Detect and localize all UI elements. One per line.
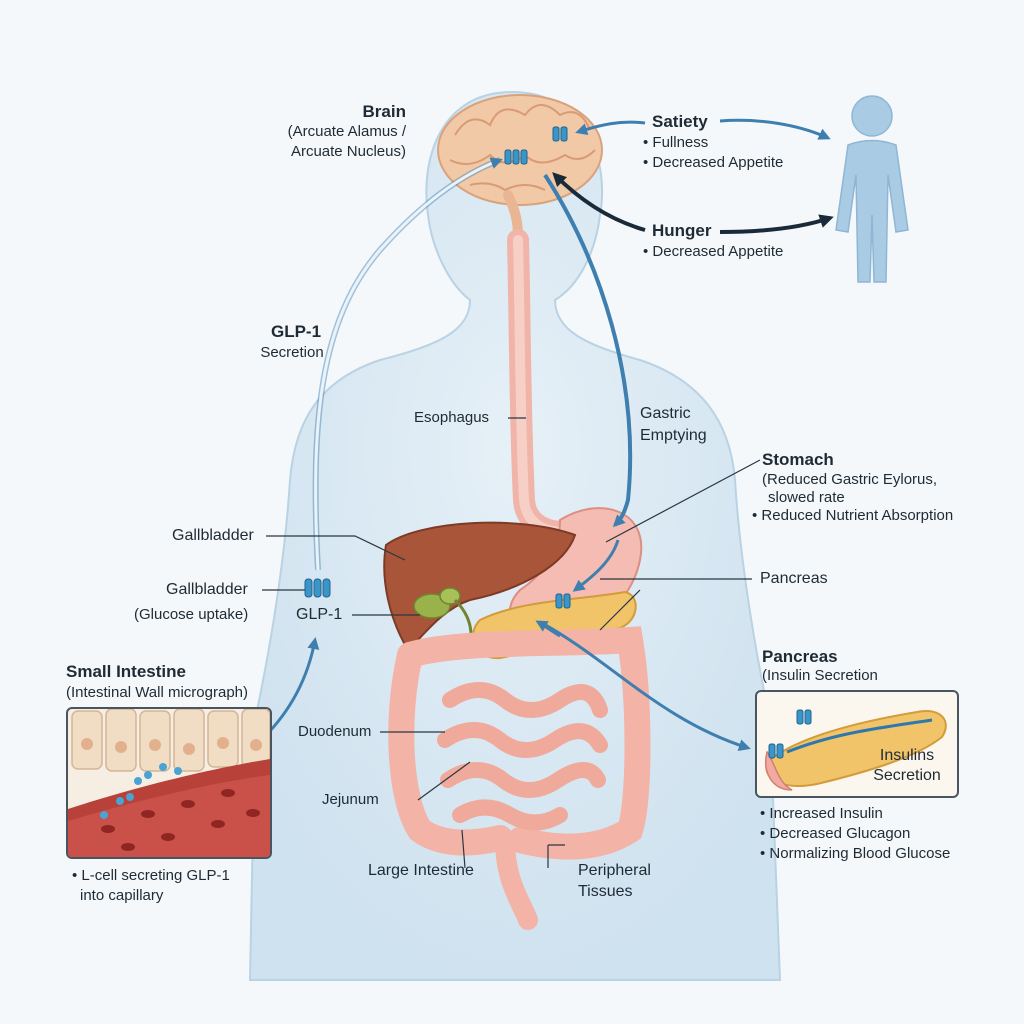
glp1-secretion-title: GLP-1 (270, 322, 322, 341)
pancreas-return-arrow (535, 620, 561, 638)
glp1-secretion-sub: Secretion (260, 344, 324, 361)
brain-subtitle-2: Arcuate Nucleus) (290, 143, 406, 160)
stomach-list: Reduced Nutrient Absorption (752, 506, 953, 526)
small-intestine-sub: (Intestinal Wall micrograph) (66, 684, 248, 701)
person-icon (835, 95, 909, 283)
stomach-pancreas-arrow (572, 539, 620, 592)
small-intestine-note: L-cell secreting GLP-1 (72, 866, 229, 886)
gastric-emptying-line2: Emptying (640, 427, 707, 444)
stomach-item: Reduced Nutrient Absorption (752, 506, 953, 526)
hunger-item: Decreased Appetite (643, 242, 783, 262)
satiety-list: Fullness Decreased Appetite (643, 133, 783, 173)
brain-subtitle-1: (Arcuate Alamus / (287, 123, 406, 140)
pancreas-insulin-arrow (539, 620, 751, 751)
small-intestine-title: Small Intestine (66, 662, 186, 681)
pancreas-mid-label: Pancreas (760, 570, 828, 587)
satiety-in-arrow (575, 120, 646, 135)
intestines-organ (388, 626, 651, 930)
satiety-item: Decreased Appetite (643, 153, 783, 173)
stomach-sub-2: slowed rate (768, 489, 845, 506)
pancreas-effect-item: Normalizing Blood Glucose (760, 844, 950, 864)
leader-lines (262, 417, 761, 869)
glp1-receptor-icon (304, 126, 571, 609)
satiety-item: Fullness (643, 133, 783, 153)
esophagus-label: Esophagus (414, 409, 490, 426)
gallbladder-mid-sub: (Glucose uptake) (134, 606, 249, 623)
pancreas-inset: Insulins Secretion (755, 690, 959, 798)
duodenum-label: Duodenum (298, 723, 372, 740)
hunger-in-arrow (552, 172, 646, 232)
inset-line-1: Insulins (879, 747, 935, 764)
gastric-emptying-line1: Gastric (640, 405, 691, 422)
pancreas-effects-list: Increased Insulin Decreased Glucagon Nor… (760, 804, 950, 864)
inset-line-2: Secretion (873, 767, 941, 784)
intestinal-micrograph (66, 707, 272, 859)
inset-insulin-label: Insulins Secretion (861, 746, 953, 786)
gallbladder-mid-title: Gallbladder (166, 581, 248, 598)
satiety-out-arrow (719, 118, 831, 140)
small-intestine-notes: L-cell secreting GLP-1 (72, 866, 229, 886)
hunger-out-arrow (719, 214, 834, 234)
stomach-sub-1: (Reduced Gastric Eylorus, (762, 471, 938, 488)
pancreas-right-sub: (Insulin Secretion (762, 667, 878, 684)
pancreas-effect-item: Increased Insulin (760, 804, 950, 824)
hunger-title: Hunger (652, 221, 712, 240)
gallbladder-organ (413, 587, 473, 646)
pancreas-right-title: Pancreas (762, 647, 838, 666)
gallbladder-top-label: Gallbladder (172, 527, 254, 544)
stomach-title: Stomach (762, 450, 834, 469)
gastric-emptying-arrow (543, 173, 633, 528)
peripheral-line1: Peripheral (578, 862, 651, 879)
satiety-title: Satiety (652, 112, 708, 131)
hunger-list: Decreased Appetite (643, 242, 783, 262)
glp1-secretion-arrow-core (314, 157, 503, 571)
pancreas-effect-item: Decreased Glucagon (760, 824, 950, 844)
brain-title: Brain (362, 102, 406, 121)
large-intestine-label: Large Intestine (368, 862, 474, 879)
small-intestine-note-cont: into capillary (80, 887, 164, 904)
glp1-label: GLP-1 (296, 606, 343, 623)
jejunum-label: Jejunum (322, 791, 379, 808)
peripheral-line2: Tissues (578, 883, 633, 900)
